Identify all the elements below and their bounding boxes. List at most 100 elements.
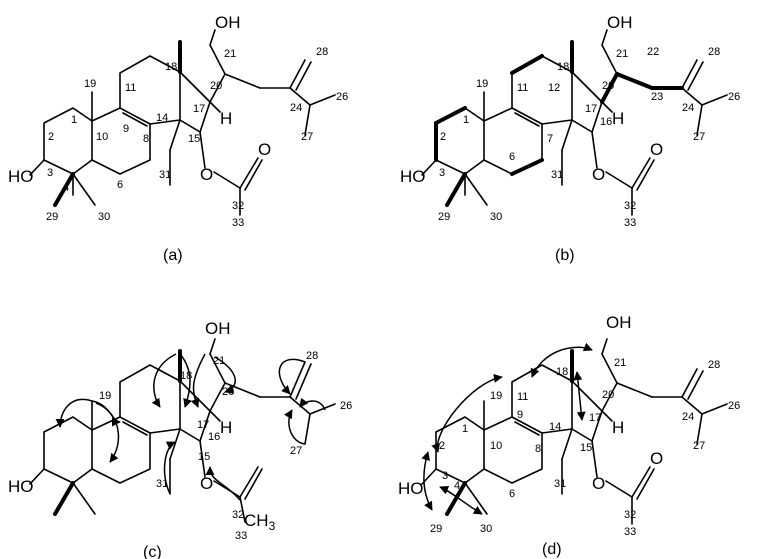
c-ch3-main: CH xyxy=(244,511,269,530)
b-label: 26 xyxy=(728,91,740,103)
a-label: 11 xyxy=(125,82,136,94)
c-label: 33 xyxy=(235,530,247,542)
b-label: 31 xyxy=(551,169,563,181)
d-label: 14 xyxy=(549,421,561,433)
a-label: 28 xyxy=(316,46,328,58)
b-label: 7 xyxy=(547,133,553,145)
c-label: 20 xyxy=(222,386,234,398)
a-label: 32 xyxy=(232,200,244,212)
d-label: 30 xyxy=(480,523,492,535)
a-label: 10 xyxy=(96,131,108,143)
b-ester-o: O xyxy=(592,165,605,184)
a-label: 4 xyxy=(63,182,69,194)
c-label: 18 xyxy=(180,370,192,382)
a-label: 3 xyxy=(47,167,53,179)
a-label: 27 xyxy=(301,131,313,143)
d-carbonyl-o: O xyxy=(650,449,663,468)
d-ester-o: O xyxy=(592,474,605,493)
d-label: 33 xyxy=(624,526,636,538)
b-label: 18 xyxy=(557,61,569,73)
b-label: 22 xyxy=(647,46,659,58)
c-label: 31 xyxy=(156,478,168,490)
a-label: 1 xyxy=(71,114,77,126)
d-label: 10 xyxy=(490,440,502,452)
caption-a: (a) xyxy=(163,247,183,264)
d-label: 1 xyxy=(462,423,468,435)
a-label: 17 xyxy=(193,103,205,115)
a-label: 8 xyxy=(143,133,149,145)
structure-b: OH HO O O H 21 22 28 18 20 24 26 23 19 1… xyxy=(400,13,740,264)
a-label: 6 xyxy=(117,179,123,191)
b-label: 20 xyxy=(602,80,614,92)
c-ch3-sub: 3 xyxy=(269,519,276,533)
b-carbonyl-o: O xyxy=(650,140,663,159)
d-label: 2 xyxy=(439,440,445,452)
d-label: 20 xyxy=(602,389,614,401)
a-label: 33 xyxy=(232,217,244,229)
d-h: H xyxy=(612,418,624,437)
a-ester-o: O xyxy=(200,165,213,184)
b-label: 32 xyxy=(624,200,636,212)
d-ho: HO xyxy=(398,479,424,498)
c-ester-o: O xyxy=(200,474,213,493)
d-label: 21 xyxy=(614,357,626,369)
d-label: 17 xyxy=(589,412,601,424)
d-oh: OH xyxy=(606,313,632,332)
a-label: 21 xyxy=(224,48,236,60)
c-label: 28 xyxy=(306,350,318,362)
d-label: 31 xyxy=(554,478,566,490)
d-label: 11 xyxy=(517,391,528,403)
a-label: 15 xyxy=(188,133,200,145)
structure-c: OH HO O H CH3 21 28 18 20 26 19 17 27 16… xyxy=(8,319,352,559)
b-label: 2 xyxy=(440,131,446,143)
c-ch3: CH3 xyxy=(244,511,276,533)
d-label: 9 xyxy=(517,409,523,421)
d-label: 26 xyxy=(728,400,740,412)
b-label: 12 xyxy=(548,82,560,94)
b-label: 30 xyxy=(490,211,502,223)
d-label: 3 xyxy=(442,470,448,482)
c-label: 21 xyxy=(213,355,225,367)
a-label: 31 xyxy=(159,169,171,181)
c-h: H xyxy=(220,418,232,437)
a-label: 2 xyxy=(48,131,54,143)
c-label: 17 xyxy=(197,419,209,431)
a-label: 14 xyxy=(156,112,168,124)
a-carbonyl-o: O xyxy=(258,140,271,159)
a-label: 24 xyxy=(290,102,302,114)
d-label: 27 xyxy=(693,440,705,452)
b-label: 17 xyxy=(585,103,597,115)
b-label: 6 xyxy=(509,151,515,163)
c-label: 32 xyxy=(232,509,244,521)
d-label: 18 xyxy=(556,366,568,378)
b-oh: OH xyxy=(607,13,633,32)
c-label: 26 xyxy=(340,400,352,412)
d-label: 19 xyxy=(490,390,502,402)
a-label: 26 xyxy=(336,91,348,103)
b-label: 21 xyxy=(616,48,628,60)
a-label: 29 xyxy=(46,211,58,223)
c-label: 27 xyxy=(290,445,302,457)
a-label: 19 xyxy=(84,78,96,90)
b-ho: HO xyxy=(400,167,426,186)
d-label: 29 xyxy=(430,523,442,535)
b-h: H xyxy=(612,109,624,128)
b-label: 27 xyxy=(693,131,705,143)
a-label: 18 xyxy=(165,61,177,73)
b-label: 1 xyxy=(463,114,469,126)
d-label: 6 xyxy=(509,488,515,500)
caption-d: (d) xyxy=(542,541,562,558)
d-label: 8 xyxy=(535,443,541,455)
c-oh: OH xyxy=(205,319,231,338)
b-label: 28 xyxy=(708,46,720,58)
caption-b: (b) xyxy=(555,247,575,264)
a-label: 9 xyxy=(123,123,129,135)
b-label: 11 xyxy=(517,82,528,94)
d-label: 28 xyxy=(708,359,720,371)
b-label: 33 xyxy=(624,217,636,229)
structure-a: OH HO O O H 21 28 18 20 24 26 19 11 17 2… xyxy=(8,13,348,264)
c-label: 19 xyxy=(99,390,111,402)
structure-d: OH HO O O H 21 28 18 20 24 26 19 11 17 2… xyxy=(398,313,740,558)
